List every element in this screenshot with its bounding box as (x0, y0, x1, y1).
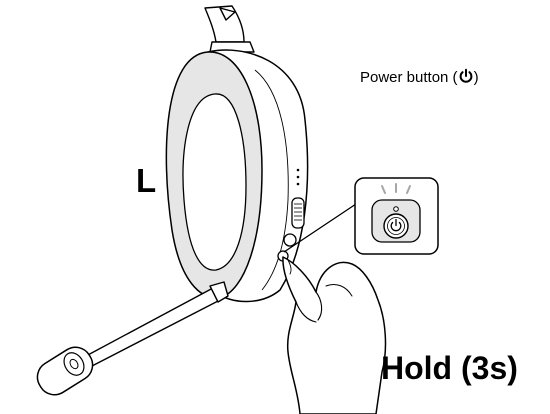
led-indicator (296, 175, 300, 179)
led-indicator (296, 182, 300, 186)
power-icon (458, 68, 474, 88)
power-button-callout (354, 177, 439, 255)
callout-leader (283, 203, 357, 253)
power-button-text-close: ) (473, 69, 479, 86)
volume-wheel[interactable] (291, 197, 305, 229)
side-indicator-label: L (136, 162, 157, 199)
side-button[interactable] (283, 233, 297, 247)
earcup (165, 49, 309, 303)
microphone-tip (36, 346, 94, 396)
ear-cushion-inner (182, 93, 247, 271)
press-rays-icon (381, 183, 411, 194)
power-button-label: Power button () (360, 68, 479, 88)
led-indicator (296, 168, 300, 172)
microphone-boom (36, 281, 229, 396)
power-button-text: Power button ( (360, 69, 458, 86)
hold-instruction-label: Hold (3s) (381, 350, 518, 386)
headband (204, 5, 255, 53)
hand-pressing-button (282, 256, 387, 414)
earcup-controls (277, 168, 305, 262)
power-icon (390, 218, 402, 232)
